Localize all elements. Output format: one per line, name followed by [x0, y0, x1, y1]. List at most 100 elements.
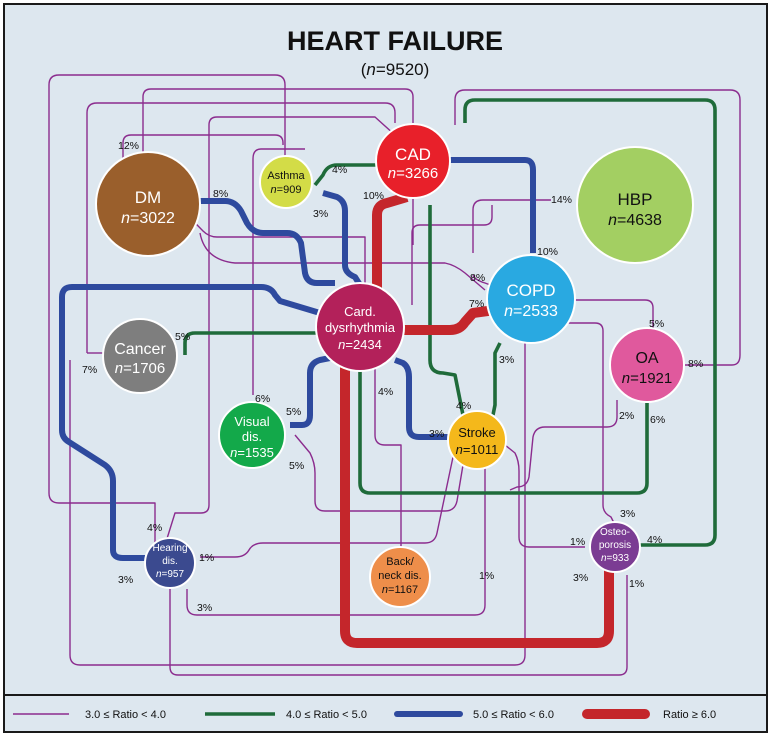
node-backneck-label: Back/	[386, 556, 414, 568]
diagram-subtitle: (n=9520)	[361, 60, 430, 79]
edge	[573, 299, 654, 335]
node-osteo-label-2: porosis	[599, 540, 631, 551]
edge	[59, 284, 321, 561]
pct-label: 4%	[647, 534, 662, 546]
edge	[562, 322, 616, 526]
node-stroke: Stroke n=1011	[447, 410, 507, 470]
edge	[183, 331, 317, 355]
pct-label: 3%	[197, 602, 212, 614]
pct-label: 1%	[629, 578, 644, 590]
node-asthma-count: n=909	[271, 184, 302, 196]
edge	[197, 198, 335, 286]
node-backneck-label-2: neck dis.	[378, 570, 421, 582]
percent-labels: 12% 8% 4% 3% 10% 14% 10% 8% 7% 5% 5% 7% …	[82, 140, 703, 614]
pct-label: 5%	[649, 318, 664, 330]
pct-label: 1%	[199, 552, 214, 564]
node-dysrhythmia: Card. dysrhythmia n=2434	[315, 282, 405, 372]
node-backneck: Back/ neck dis. n=1167	[369, 546, 431, 608]
edge	[252, 148, 305, 395]
node-cancer-label: Cancer	[114, 341, 166, 358]
node-hearing-label-2: dis.	[162, 556, 178, 567]
node-hbp-circle	[576, 146, 694, 264]
edge	[186, 455, 486, 616]
node-oa-count: n=1921	[622, 370, 672, 387]
node-stroke-circle	[447, 410, 507, 470]
node-dm: DM n=3022	[95, 151, 201, 257]
pct-label: 6%	[255, 393, 270, 405]
node-visual-label-2: dis.	[242, 429, 262, 444]
edge	[86, 102, 396, 353]
edge	[142, 88, 414, 235]
edge	[294, 434, 464, 512]
node-dysrhythmia-circle	[315, 282, 405, 372]
pct-label: 5%	[289, 460, 304, 472]
edge	[504, 444, 585, 548]
edges-ratio-5-6	[59, 157, 536, 561]
edge	[403, 305, 496, 335]
pct-label: 4%	[378, 386, 393, 398]
node-copd: COPD n=2533	[486, 254, 576, 344]
pct-label: 4%	[332, 164, 347, 176]
pct-label: 3%	[499, 354, 514, 366]
legend-label-ratio-4-5: 4.0 ≤ Ratio < 5.0	[286, 709, 367, 721]
node-cancer: Cancer n=1706	[102, 318, 178, 394]
node-backneck-count: n=1167	[382, 584, 418, 596]
node-asthma: Asthma n=909	[259, 155, 313, 209]
node-stroke-label: Stroke	[458, 425, 496, 440]
node-stroke-count: n=1011	[456, 442, 499, 457]
edge	[48, 74, 286, 165]
node-dm-count: n=3022	[121, 210, 175, 227]
node-cad-count: n=3266	[388, 165, 438, 182]
pct-label: 6%	[650, 414, 665, 426]
diagram-title: HEART FAILURE	[287, 26, 503, 56]
edge	[372, 192, 409, 297]
edge	[411, 205, 493, 305]
node-copd-label: COPD	[506, 281, 555, 300]
legend-label-ratio-ge-6: Ratio ≥ 6.0	[663, 709, 716, 721]
node-osteo-count: n=933	[601, 553, 630, 564]
node-copd-circle	[486, 254, 576, 344]
node-hearing-label: Hearing	[152, 543, 187, 554]
edge	[200, 456, 454, 558]
node-hbp-label: HBP	[618, 190, 653, 209]
pct-label: 2%	[619, 410, 634, 422]
node-visual-count: n=1535	[230, 445, 274, 460]
pct-label: 8%	[213, 188, 228, 200]
edge	[208, 116, 396, 136]
pct-label: 3%	[429, 428, 444, 440]
pct-label: 4%	[147, 522, 162, 534]
pct-label: 7%	[82, 364, 97, 376]
node-oa-label: OA	[635, 350, 658, 367]
node-hearing-circle	[144, 537, 196, 589]
pct-label: 1%	[570, 536, 585, 548]
pct-label: 7%	[469, 298, 484, 310]
node-osteo: Osteo- porosis n=933	[589, 521, 641, 573]
legend-label-ratio-5-6: 5.0 ≤ Ratio < 6.0	[473, 709, 554, 721]
node-asthma-label: Asthma	[267, 170, 305, 182]
node-dysrhythmia-count: n=2434	[338, 337, 382, 352]
edge	[463, 98, 717, 547]
pct-label: 4%	[456, 400, 471, 412]
edge	[509, 400, 618, 491]
node-visual-label: Visual	[234, 414, 269, 429]
node-hbp-count: n=4638	[608, 212, 662, 229]
edge	[442, 157, 536, 253]
edge	[454, 89, 741, 366]
pct-label: 3%	[620, 508, 635, 520]
comorbidity-network-diagram: HEART FAILURE (n=9520)	[5, 26, 766, 721]
node-backneck-circle	[369, 546, 431, 608]
edge	[290, 354, 336, 428]
pct-label: 3%	[118, 574, 133, 586]
node-osteo-label: Osteo-	[600, 527, 630, 538]
node-cancer-count: n=1706	[115, 360, 165, 377]
legend: 3.0 ≤ Ratio < 4.0 4.0 ≤ Ratio < 5.0 5.0 …	[5, 694, 766, 721]
edge	[340, 361, 614, 648]
edge	[313, 163, 383, 187]
node-copd-count: n=2533	[504, 303, 558, 320]
pct-label: 10%	[537, 246, 558, 258]
edge	[48, 85, 156, 545]
pct-label: 14%	[551, 194, 572, 206]
edge	[322, 190, 368, 295]
pct-label: 1%	[479, 570, 494, 582]
edges-ratio-ge-6	[340, 192, 614, 648]
